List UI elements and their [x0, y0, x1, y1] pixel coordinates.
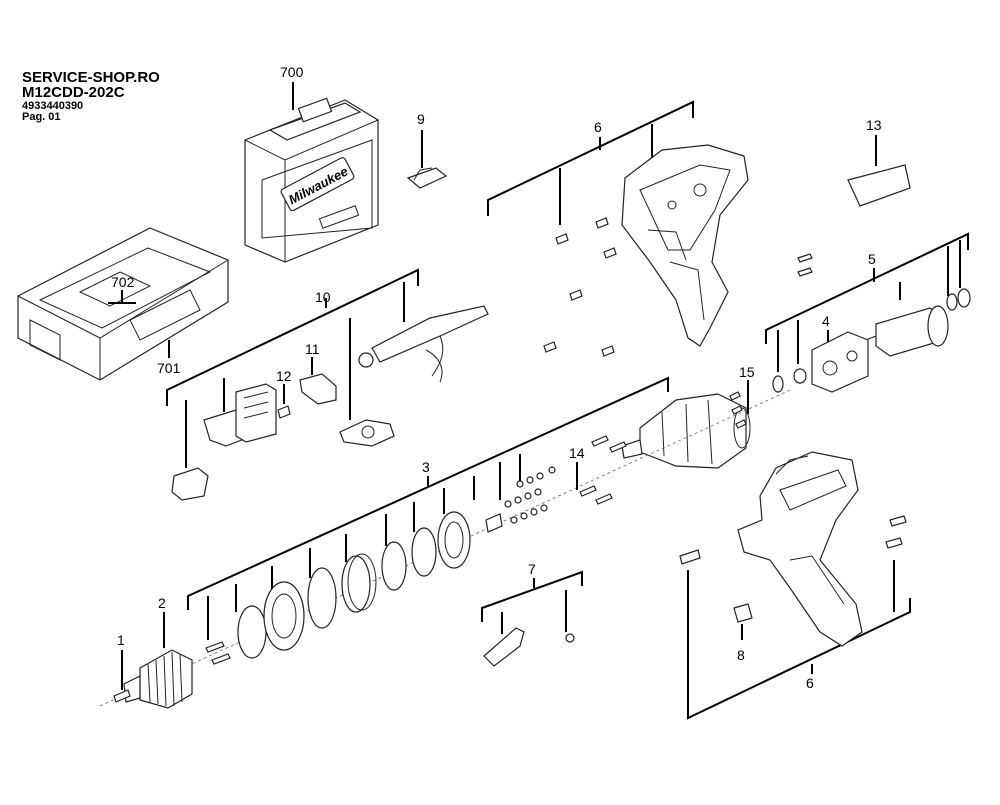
part-7-belt-clip	[483, 627, 575, 667]
label-15: 15	[739, 364, 755, 380]
label-6-bottom: 6	[806, 675, 814, 691]
part-3-gears	[237, 511, 503, 659]
part-5-motor	[772, 288, 971, 393]
part-10-contact-plate	[339, 419, 395, 447]
label-701: 701	[157, 360, 181, 376]
label-6-top: 6	[594, 119, 602, 135]
part-5-pins	[797, 253, 813, 277]
part-6-housing-right	[679, 451, 863, 647]
label-8: 8	[737, 647, 745, 663]
label-14: 14	[569, 445, 585, 461]
label-7: 7	[528, 561, 536, 577]
page-number: Pag. 01	[22, 111, 61, 123]
label-3: 3	[422, 459, 430, 475]
housing-screws-top	[543, 217, 617, 357]
label-9: 9	[417, 111, 425, 127]
part-1-screw	[113, 689, 131, 703]
part-14-screws	[579, 435, 627, 505]
label-4: 4	[822, 313, 830, 329]
label-702: 702	[111, 274, 135, 290]
part-3-balls	[504, 466, 556, 524]
label-12: 12	[276, 368, 292, 384]
label-1: 1	[117, 632, 125, 648]
part-6-pins-bottom	[885, 515, 907, 549]
product-code: 4933440390	[22, 100, 84, 112]
label-11: 11	[305, 341, 320, 357]
label-2: 2	[158, 595, 166, 611]
part-700-case: Milwaukee	[244, 97, 379, 263]
part-15-screws	[729, 391, 747, 429]
label-5: 5	[868, 251, 876, 267]
model-number: M12CDD-202C	[22, 84, 125, 101]
part-9-clip	[406, 167, 448, 189]
part-8-clip	[733, 603, 753, 623]
part-6-housing-left	[621, 144, 749, 347]
label-13: 13	[866, 117, 882, 133]
part-3-pins	[205, 641, 231, 665]
part-4-motor-housing	[811, 331, 869, 393]
label-10: 10	[315, 289, 331, 305]
part-11-trigger-lock	[299, 373, 337, 405]
part-10-led-board	[358, 305, 489, 383]
part-13-label	[847, 164, 911, 207]
part-12-spring	[277, 405, 291, 419]
part-2-chuck	[123, 649, 193, 709]
part-10-switch	[171, 383, 277, 501]
gearbox-assembly	[621, 393, 751, 469]
label-700: 700	[280, 64, 304, 80]
shop-title: SERVICE-SHOP.RO	[22, 69, 160, 86]
